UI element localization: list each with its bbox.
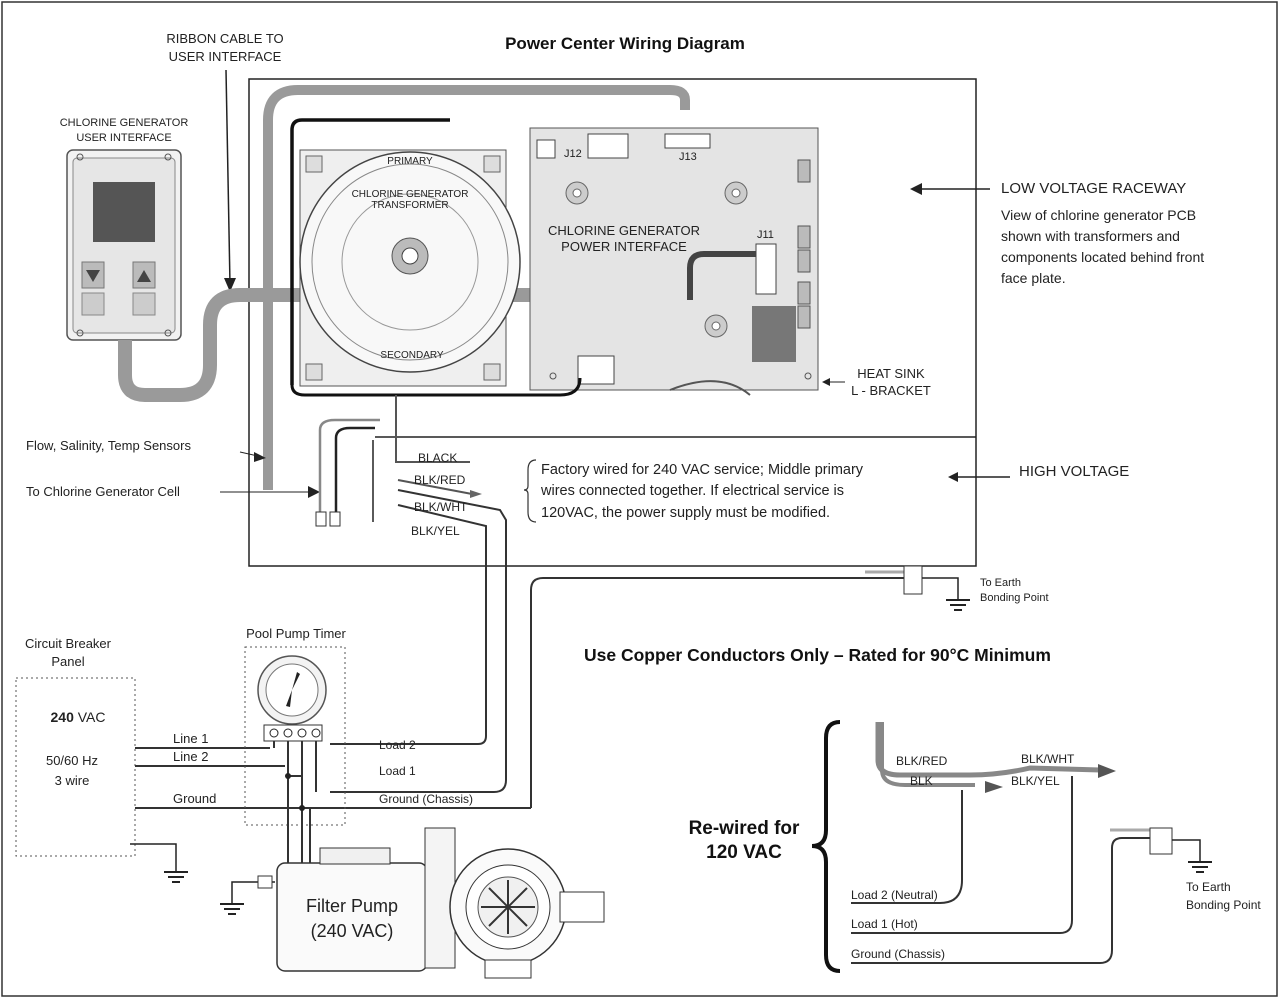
factory-note-1: Factory wired for 240 VAC service; Middl… (541, 462, 864, 478)
rewired-label-1: Re-wired for (689, 818, 800, 839)
rewired-label-2: 120 VAC (706, 842, 782, 863)
heat-sink-label-2: L - BRACKET (851, 383, 931, 398)
breaker-label-1: Circuit Breaker (25, 636, 112, 651)
rw-blk-yel-label: BLK/YEL (1011, 774, 1060, 788)
ground-chassis-label: Ground (Chassis) (379, 792, 473, 806)
rw-load1-label: Load 1 (Hot) (851, 917, 918, 931)
down-arrow-icon (86, 270, 100, 282)
heat-sink (752, 306, 796, 362)
pcb-label-2: POWER INTERFACE (561, 239, 687, 254)
rewired-brace (811, 720, 841, 973)
chlorine-generator-transformer: PRIMARY CHLORINE GENERATOR TRANSFORMER S… (299, 149, 521, 387)
copper-note: Use Copper Conductors Only – Rated for 9… (584, 645, 1051, 665)
power-center-enclosure (248, 78, 977, 567)
cell-label: To Chlorine Generator Cell (26, 484, 180, 499)
sensor-cable (263, 85, 690, 490)
pcb-note-1: View of chlorine generator PCB (1001, 207, 1196, 223)
rw-load2-label: Load 2 (Neutral) (851, 888, 938, 902)
breaker-label-2: Panel (51, 654, 84, 669)
rw-blk-label: BLK (910, 774, 933, 788)
high-voltage-label: HIGH VOLTAGE (1019, 463, 1129, 480)
ui-label-1: CHLORINE GENERATOR (60, 117, 189, 129)
rw-ground-label: Ground (Chassis) (851, 947, 945, 961)
up-arrow-icon (137, 270, 151, 282)
ground-label: Ground (173, 791, 216, 806)
voltage-label: 240 VAC (51, 709, 106, 725)
left-arrow-icon (910, 183, 922, 195)
user-interface-panel (66, 149, 182, 341)
pcb-note-4: face plate. (1001, 270, 1066, 286)
filter-pump-label-1: Filter Pump (306, 896, 398, 916)
primary-label: PRIMARY (387, 156, 433, 167)
earth-label-top-2: Bonding Point (980, 592, 1049, 604)
wire-black-label: BLACK (418, 451, 457, 465)
pcb-note-3: components located behind front (1001, 249, 1204, 265)
ribbon-cable-label-2: USER INTERFACE (169, 49, 282, 64)
j11-harness (687, 251, 756, 300)
j13-label: J13 (679, 151, 697, 163)
wire-blk-wht-label: BLK/WHT (414, 500, 468, 514)
diagram-title: Power Center Wiring Diagram (505, 34, 745, 53)
transformer-label-2: TRANSFORMER (371, 200, 448, 211)
load1-label: Load 1 (379, 764, 416, 778)
secondary-label: SECONDARY (380, 350, 443, 361)
earth-label-bottom-2: Bonding Point (1186, 898, 1261, 912)
wire-count-label: 3 wire (55, 773, 90, 788)
ui-label-2: USER INTERFACE (76, 132, 171, 144)
wire-blk-red-label: BLK/RED (414, 473, 466, 487)
pcb-label-1: CHLORINE GENERATOR (548, 223, 700, 238)
filter-pump-label-2: (240 VAC) (311, 921, 394, 941)
line1-label: Line 1 (173, 731, 208, 746)
primary-wire (290, 118, 450, 385)
power-interface-pcb: J12 J13 CHLORINE GENERATOR POWER INTERFA… (529, 127, 819, 391)
ui-display-screen (93, 182, 155, 242)
pool-pump-timer (244, 646, 346, 826)
rw-blk-red-label: BLK/RED (896, 754, 948, 768)
load2-label: Load 2 (379, 738, 416, 752)
filter-pump: Filter Pump (240 VAC) (276, 827, 605, 979)
line2-label: Line 2 (173, 749, 208, 764)
factory-note-3: 120VAC, the power supply must be modifie… (541, 505, 830, 521)
earth-label-bottom-1: To Earth (1186, 880, 1231, 894)
freq-label: 50/60 Hz (46, 753, 98, 768)
secondary-wire (290, 377, 582, 397)
breaker-panel (15, 677, 136, 857)
timer-label: Pool Pump Timer (246, 626, 346, 641)
wire-blk-yel-label: BLK/YEL (411, 524, 460, 538)
ribbon-arrow-icon (224, 278, 236, 292)
low-voltage-label: LOW VOLTAGE RACEWAY (1001, 180, 1186, 197)
sensors-label: Flow, Salinity, Temp Sensors (26, 438, 191, 453)
ribbon-cable-label-1: RIBBON CABLE TO (166, 31, 283, 46)
j12-label: J12 (564, 148, 582, 160)
j11-label: J11 (757, 229, 774, 241)
rw-blk-wht-label: BLK/WHT (1021, 752, 1075, 766)
transformer-label-1: CHLORINE GENERATOR (352, 189, 469, 200)
earth-label-top-1: To Earth (980, 577, 1021, 589)
pcb-note-2: shown with transformers and (1001, 228, 1180, 244)
heat-sink-label-1: HEAT SINK (857, 366, 925, 381)
factory-note-2: wires connected together. If electrical … (540, 483, 844, 499)
